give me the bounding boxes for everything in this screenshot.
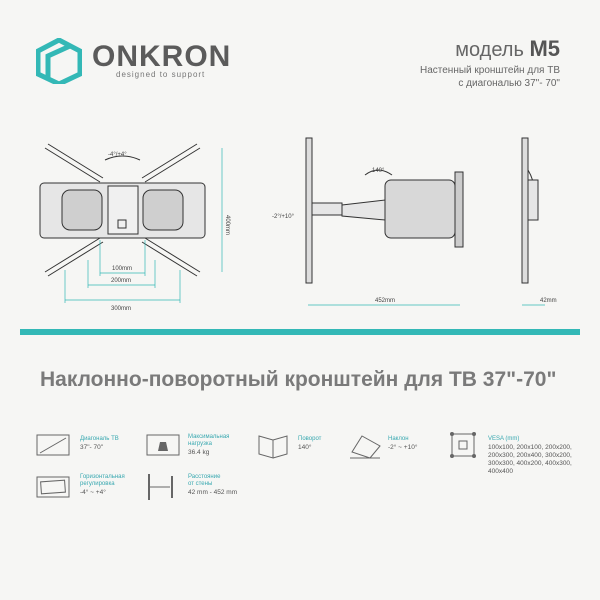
dim-width-large: 300mm (111, 306, 131, 312)
dim-height: 400mm (224, 215, 230, 235)
feature-level: Горизонтальная регулировка -4° ~ +4° (80, 474, 125, 496)
dim-tilt: -2°/+10° (272, 214, 295, 220)
dim-width-mid: 200mm (111, 278, 131, 284)
model-label: модель (455, 39, 524, 61)
feature-distance: Расстояние от стены 42 mm - 452 mm (188, 474, 238, 496)
model-code: M5 (529, 36, 560, 61)
wall-distance-icon (148, 474, 173, 500)
feature-load: Максимальная нагрузка 36.4 kg (188, 434, 230, 456)
dim-width-small: 100mm (112, 266, 132, 272)
onkron-logo-icon (36, 38, 82, 84)
side-view (305, 137, 464, 284)
profile-view (521, 137, 539, 284)
feature-diagonal: Диагональ ТВ 37"- 70" (80, 436, 119, 451)
tv-diagonal-icon (36, 434, 70, 456)
dim-depth: 452mm (375, 298, 395, 304)
tilt-icon (350, 435, 381, 459)
divider-bar (20, 329, 580, 335)
feature-vesa: VESA (mm) 100х100, 200х100, 200х200, 200… (488, 436, 572, 475)
level-icon (36, 476, 70, 498)
description-line-2: с диагональю 37"- 70" (458, 78, 560, 89)
vesa-icon (450, 432, 476, 458)
technical-drawing: -4°/+4° 400mm 100mm 200mm 300mm 140° -2°… (39, 137, 557, 312)
model-title: модель M5 (455, 36, 560, 62)
dim-swivel-range: -4°/+4° (108, 152, 127, 158)
model-description: Настенный кронштейн для ТВ с диагональю … (420, 64, 560, 90)
front-view (39, 143, 206, 277)
product-headline: Наклонно-поворотный кронштейн для ТВ 37"… (40, 368, 557, 391)
description-line-1: Настенный кронштейн для ТВ (419, 65, 560, 76)
feature-tilt: Наклон -2° ~ +10° (388, 436, 418, 451)
brand-name: ONKRON (92, 40, 232, 73)
brand-tagline: designed to support (116, 70, 206, 79)
weight-icon (146, 434, 180, 456)
dim-profile: 42mm (540, 298, 557, 304)
dim-rotation: 140° (372, 168, 385, 174)
feature-rotation: Поворот 140° (298, 436, 322, 451)
rotation-icon (258, 435, 288, 459)
